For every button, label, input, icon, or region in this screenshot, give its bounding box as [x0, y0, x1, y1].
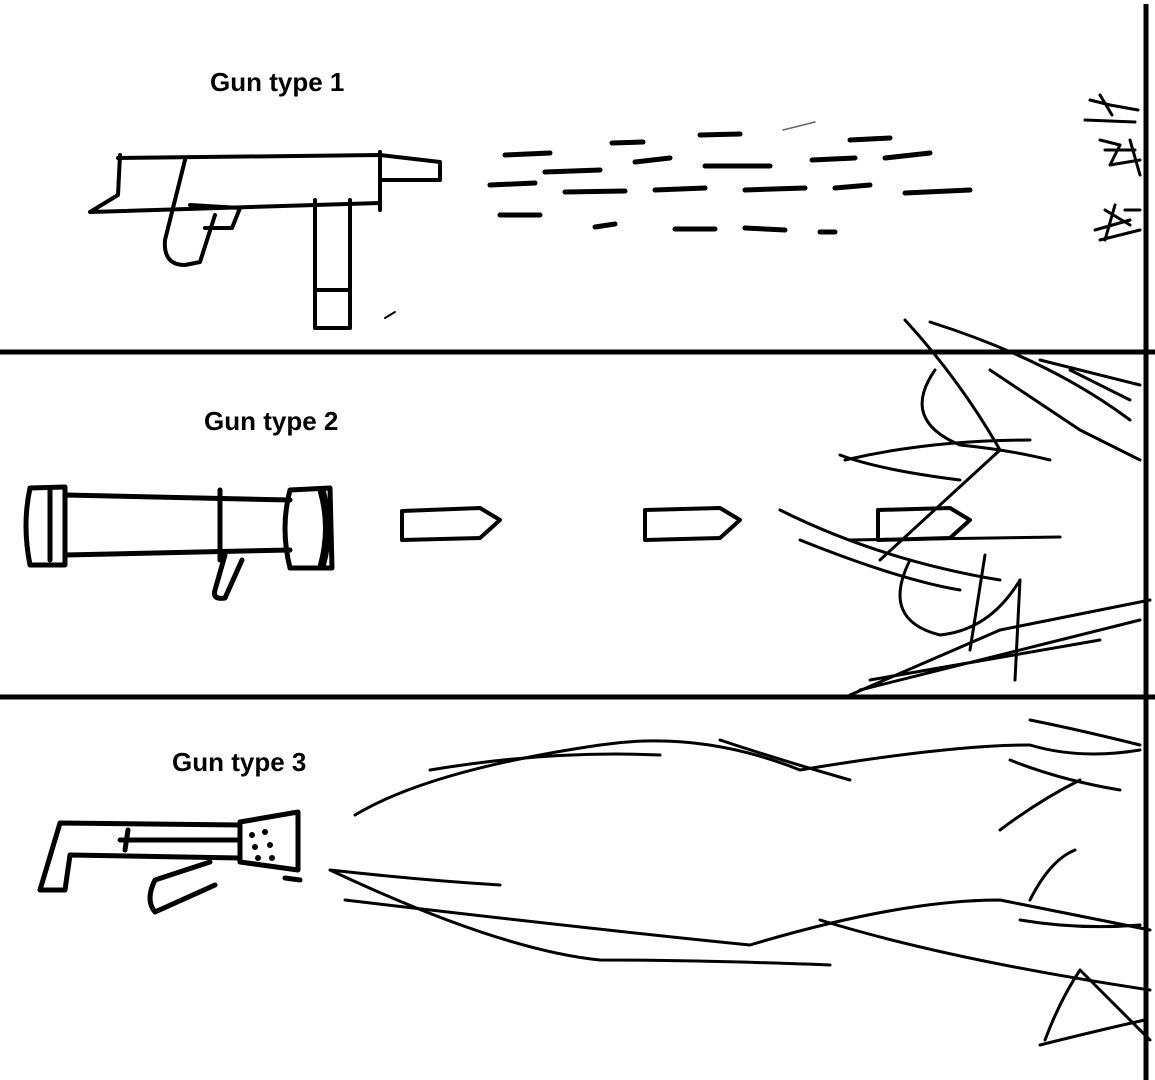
smg-icon — [88, 150, 442, 330]
flamethrower-icon — [37, 809, 303, 915]
rocket-projectile — [400, 506, 972, 542]
rocket-launcher-icon — [23, 484, 335, 601]
panel-1-title: Gun type 1 — [210, 67, 345, 97]
bullet-streaks — [487, 121, 973, 235]
panel-2-title: Gun type 2 — [204, 406, 339, 436]
panel-dividers — [0, 4, 1155, 1080]
explosion-burst — [778, 318, 1152, 697]
nozzle-holes — [249, 829, 275, 861]
panel-3-title: Gun type 3 — [172, 747, 307, 777]
impact-sparks — [1083, 93, 1142, 242]
flame-stream — [328, 718, 1152, 1047]
